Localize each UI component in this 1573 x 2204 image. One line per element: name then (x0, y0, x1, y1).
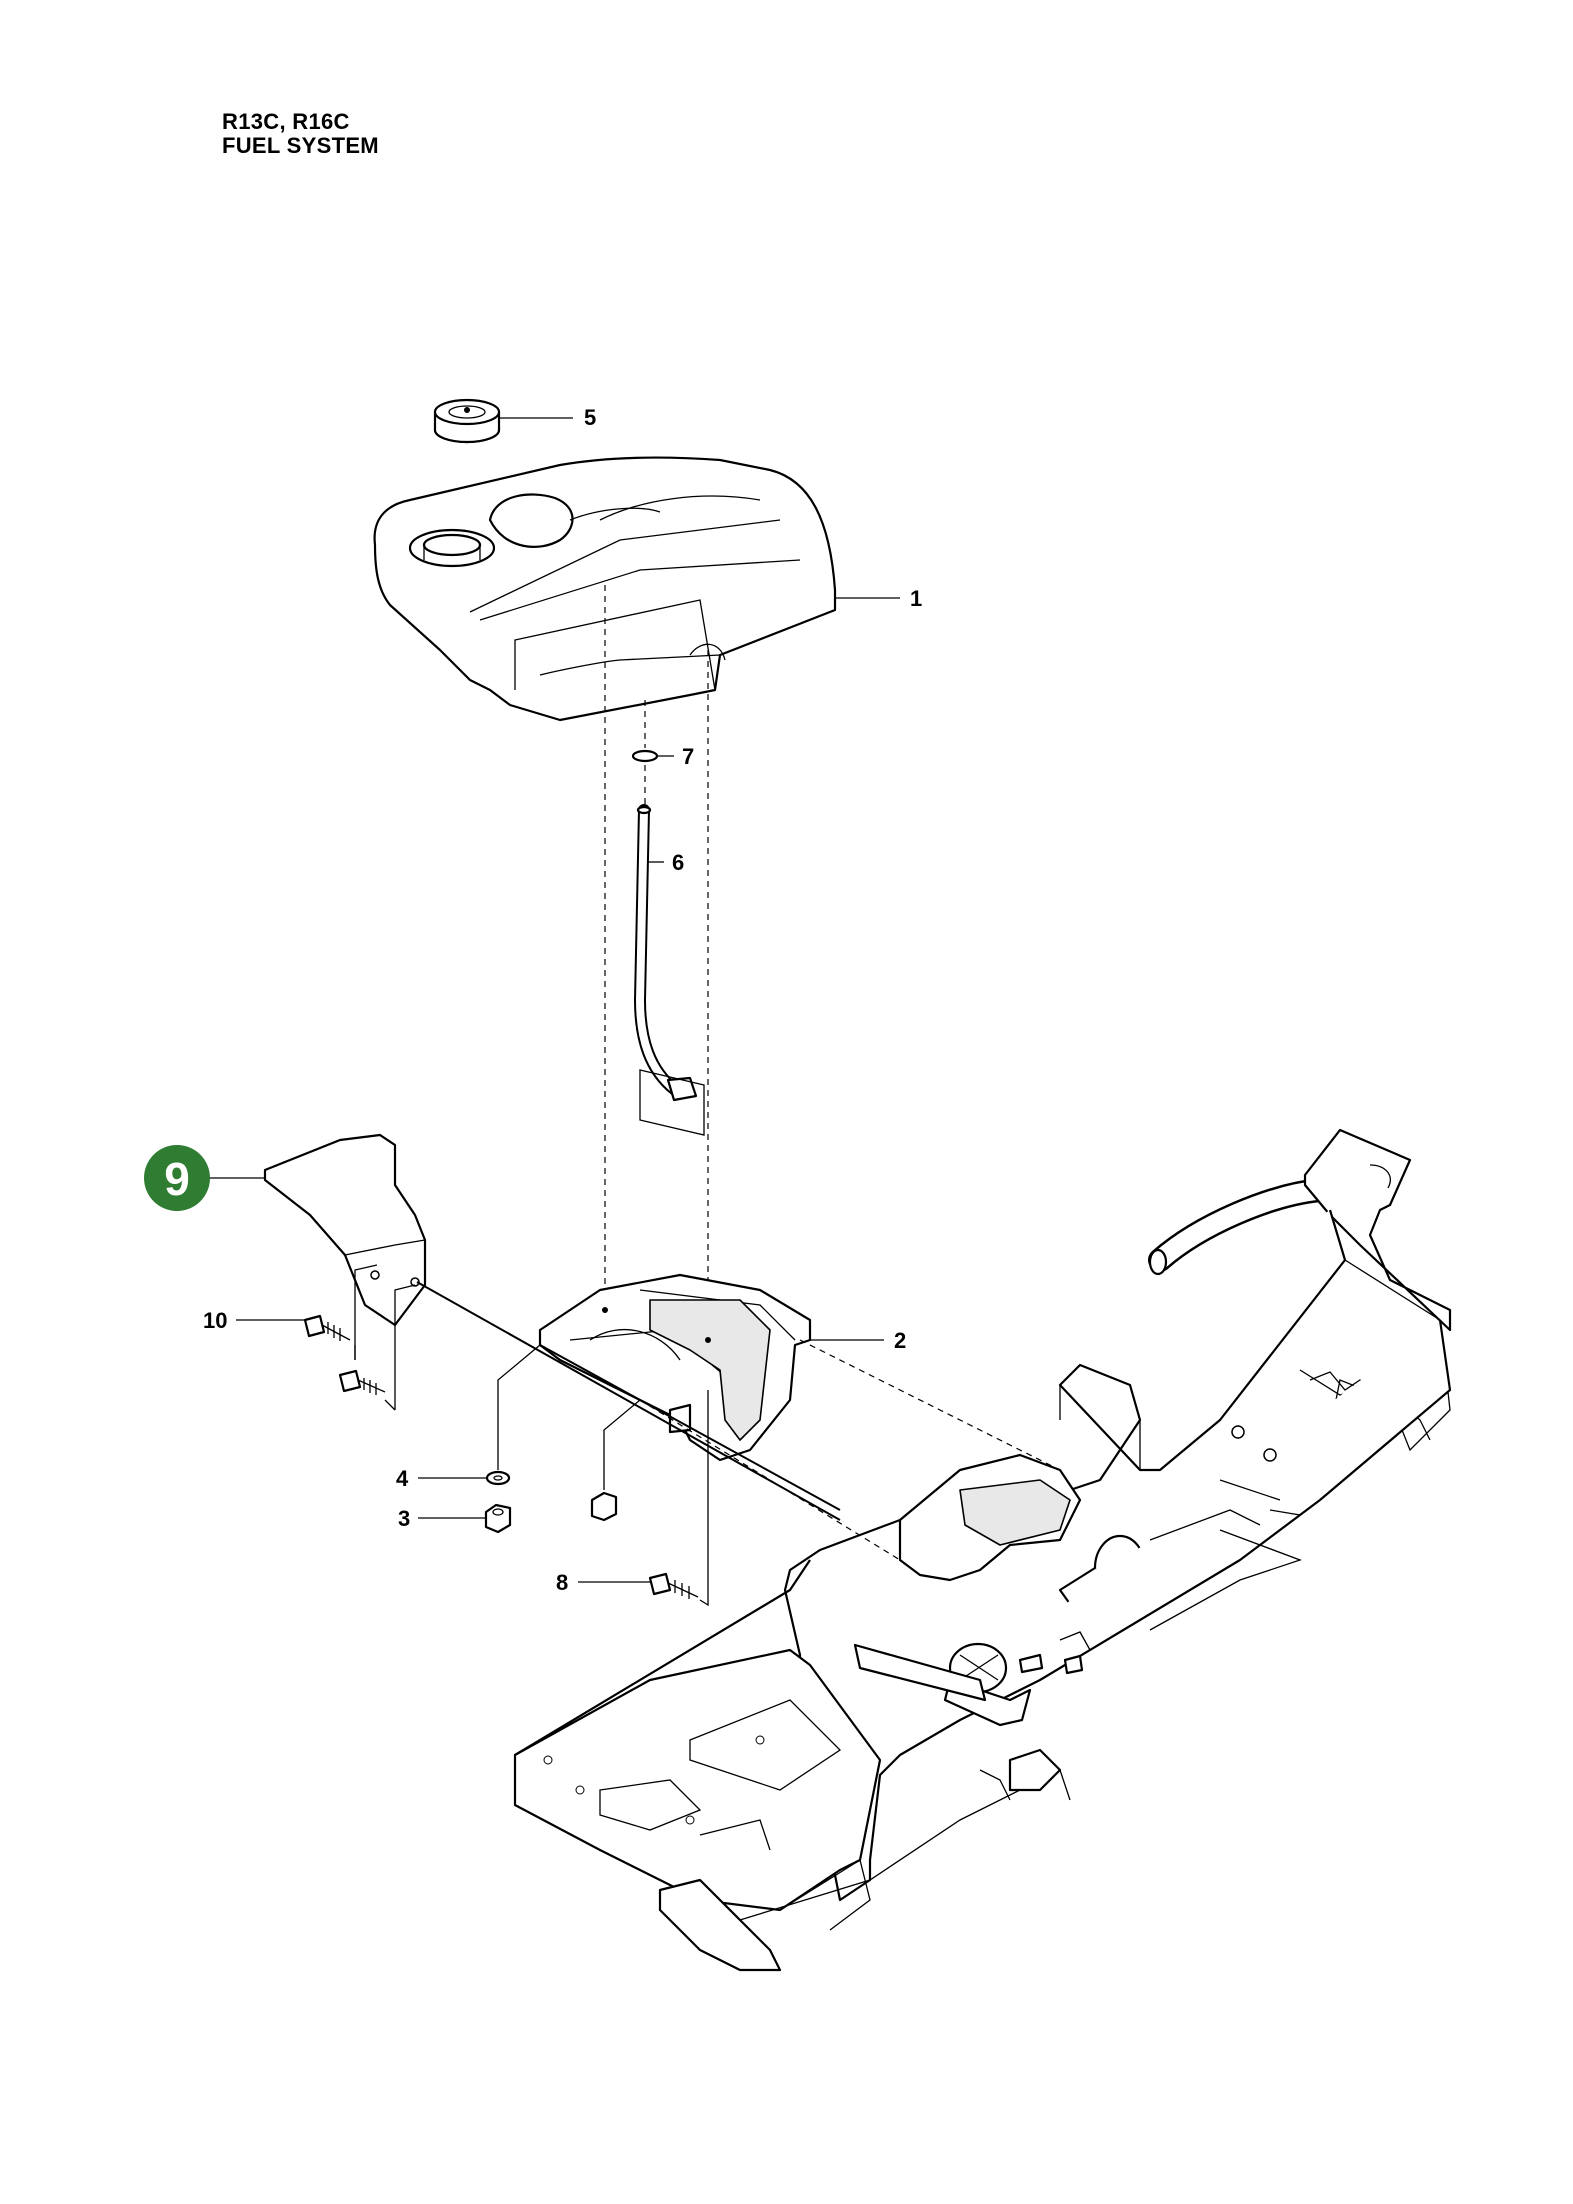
svg-text:4: 4 (396, 1466, 409, 1491)
callout-7[interactable]: 7 (657, 744, 694, 769)
svg-text:8: 8 (556, 1570, 568, 1595)
callout-1[interactable]: 1 (835, 586, 922, 611)
highlight-badge-9[interactable]: 9 (144, 1145, 265, 1211)
section-title: FUEL SYSTEM (222, 133, 379, 158)
washer-part[interactable] (485, 1470, 511, 1486)
svg-text:5: 5 (584, 405, 596, 430)
callout-8[interactable]: 8 (556, 1570, 650, 1595)
svg-text:3: 3 (398, 1506, 410, 1531)
hose-clamp-part[interactable] (631, 749, 659, 763)
highlight-badge-circle (144, 1145, 210, 1211)
screw-10-part[interactable] (303, 1314, 351, 1341)
callout-3[interactable]: 3 (398, 1506, 486, 1531)
callout-6[interactable]: 6 (648, 850, 684, 875)
tank-bracket-part[interactable] (538, 1273, 812, 1462)
model-title: R13C, R16C (222, 109, 350, 134)
svg-text:7: 7 (682, 744, 694, 769)
highlight-badge-label: 9 (164, 1153, 190, 1205)
chassis-frame (513, 1128, 1452, 1972)
screw-10b-part[interactable] (338, 1369, 386, 1395)
callout-10[interactable]: 10 (203, 1308, 305, 1333)
fuel-hose-part[interactable] (633, 804, 705, 1136)
callout-4[interactable]: 4 (396, 1466, 487, 1491)
heat-shield-part[interactable] (263, 1133, 427, 1327)
svg-text:10: 10 (203, 1308, 227, 1333)
callout-2[interactable]: 2 (810, 1328, 906, 1353)
callouts: 5 1 7 6 2 10 4 3 (203, 405, 922, 1595)
nut-part[interactable] (484, 1503, 512, 1534)
title-block: R13C, R16C FUEL SYSTEM (222, 110, 379, 158)
fuel-cap-part[interactable] (433, 398, 501, 444)
svg-text:1: 1 (910, 586, 922, 611)
bracket-nut-part[interactable] (590, 1491, 618, 1522)
callout-5[interactable]: 5 (499, 405, 596, 430)
screw-8-part[interactable] (648, 1572, 699, 1599)
svg-text:6: 6 (672, 850, 684, 875)
svg-text:2: 2 (894, 1328, 906, 1353)
